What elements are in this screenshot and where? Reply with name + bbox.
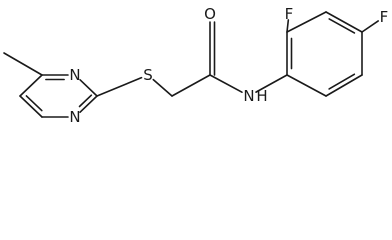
atom-label-n-ring-bottom: N — [69, 108, 80, 126]
atom-label-sulfur: S — [143, 66, 153, 84]
bond-A3-A4-second-line — [328, 18, 356, 34]
bond-A3-A4 — [325, 11, 363, 33]
molecule-structure-diagram: N N S O N H F F — [3, 5, 388, 126]
bond-CH2-Cc — [171, 74, 211, 97]
atom-label-layer: N N S O N H F F — [69, 5, 388, 126]
bond-A5-A6-second-line — [328, 73, 356, 90]
bond-A5-A6 — [325, 74, 363, 97]
atom-label-n-ring-top: N — [69, 66, 80, 84]
atom-label-amide-h: H — [256, 87, 267, 105]
bond-Cc-N — [209, 74, 243, 94]
bond-A4-F2 — [361, 20, 380, 33]
bond-A2-A3 — [286, 11, 327, 33]
atom-label-oxygen: O — [204, 5, 216, 23]
bond-Cme-C4 — [3, 52, 43, 76]
bond-C6-C5 — [19, 95, 43, 118]
bond-layer — [3, 11, 380, 118]
bond-N3-C2 — [79, 79, 98, 97]
structure-canvas: N N S O N H F F — [3, 5, 389, 126]
bond-A6-A1 — [286, 74, 327, 97]
bond-S-CH2 — [152, 78, 173, 97]
bond-N-A1 — [255, 74, 288, 93]
atom-label-amide-n: N — [243, 87, 254, 105]
bond-A2-F1 — [286, 19, 290, 33]
bond-C6-C5-second-line — [25, 95, 43, 112]
bond-C2-N1 — [79, 95, 98, 113]
bond-C2-N1-second-line — [78, 94, 93, 108]
bond-C2-S — [96, 76, 143, 97]
atom-label-fluorine-ortho: F — [285, 5, 294, 23]
atom-label-fluorine-para: F — [380, 8, 389, 26]
bond-C5-C4 — [19, 74, 43, 97]
